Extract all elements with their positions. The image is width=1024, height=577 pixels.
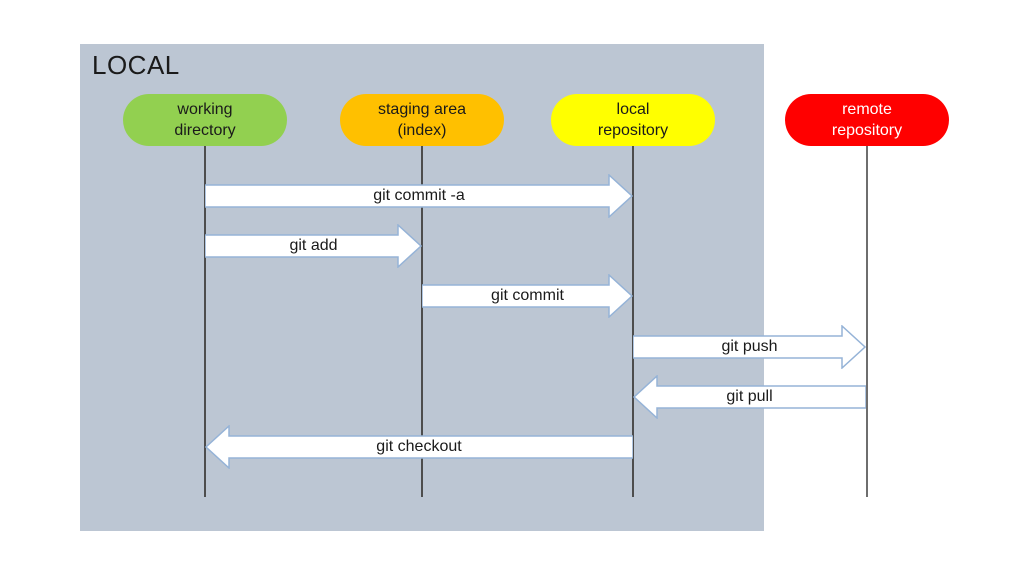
node-local-repository: local repository xyxy=(551,94,715,146)
arrow-git-add: git add xyxy=(205,224,422,268)
arrow-label: git commit xyxy=(491,287,564,304)
left-block-arrow-icon xyxy=(205,425,633,469)
arrow-label: git push xyxy=(721,338,778,355)
arrow-git-push: git push xyxy=(633,325,866,369)
arrow-git-commit: git commit xyxy=(422,274,633,318)
left-block-arrow-icon xyxy=(633,375,866,419)
right-block-arrow-icon xyxy=(205,224,422,268)
node-label-line: working xyxy=(177,101,233,118)
node-label-line: repository xyxy=(597,122,669,139)
right-block-arrow-icon xyxy=(422,274,633,318)
node-label-line: repository xyxy=(831,122,903,139)
lifeline-working-directory xyxy=(204,146,206,497)
node-label-line: remote xyxy=(842,101,892,118)
arrow-git-checkout: git checkout xyxy=(205,425,633,469)
arrow-label: git commit -a xyxy=(373,187,465,204)
local-group-label: LOCAL xyxy=(92,50,180,80)
arrow-label: git checkout xyxy=(376,438,462,455)
arrow-git-commit-a: git commit -a xyxy=(205,174,633,218)
lifeline-staging-area xyxy=(421,146,423,497)
node-working-directory: working directory xyxy=(123,94,287,146)
node-label-line: staging area xyxy=(377,101,467,118)
node-label-line: local xyxy=(616,101,650,118)
node-label-line: (index) xyxy=(397,122,447,139)
node-label-line: directory xyxy=(174,122,236,139)
right-block-arrow-icon xyxy=(205,174,633,218)
lifeline-local-repository xyxy=(632,146,634,497)
lifeline-remote-repository xyxy=(866,146,868,497)
arrow-git-pull: git pull xyxy=(633,375,866,419)
right-block-arrow-icon xyxy=(633,325,866,369)
node-staging-area: staging area (index) xyxy=(340,94,504,146)
node-remote-repository: remote repository xyxy=(785,94,949,146)
arrow-label: git pull xyxy=(726,388,773,405)
arrow-label: git add xyxy=(289,237,338,254)
